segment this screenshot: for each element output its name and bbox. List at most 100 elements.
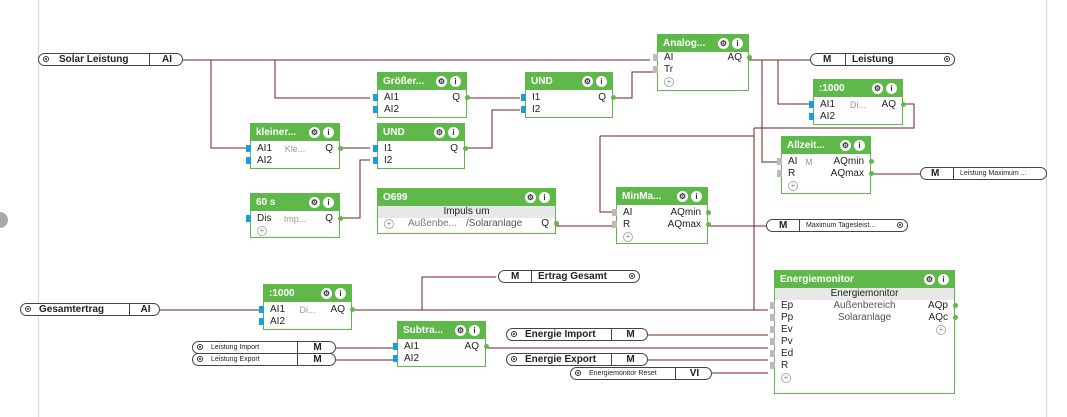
input-name: Leistung Import — [211, 344, 260, 351]
output-port-icon — [897, 222, 903, 228]
output-energie-import[interactable]: Energie Import M — [506, 328, 648, 341]
block-title: Subtra... — [403, 325, 444, 336]
wire-solar-groesser — [274, 60, 370, 99]
add-input-icon[interactable]: + — [623, 232, 633, 242]
output-port-icon — [511, 331, 517, 337]
gear-icon[interactable]: ⚙ — [455, 325, 466, 336]
add-input-icon[interactable]: + — [257, 226, 267, 236]
add-input-icon[interactable]: + — [384, 219, 394, 229]
add-input-icon[interactable]: + — [788, 181, 798, 191]
gear-icon[interactable]: ⚙ — [677, 191, 688, 202]
add-input-icon[interactable]: + — [781, 373, 791, 383]
wire-div2-ertrag — [421, 276, 496, 310]
output-name: Maximum Tagesleist... — [799, 220, 902, 231]
output-name: Leistung — [845, 54, 942, 65]
panel-collapse-handle[interactable] — [0, 212, 8, 228]
input-type: AI — [149, 54, 184, 65]
canvas-border-right — [1046, 0, 1047, 417]
gear-icon[interactable]: ⚙ — [924, 274, 935, 285]
gear-icon[interactable]: ⚙ — [582, 76, 593, 87]
output-type: M — [779, 220, 788, 231]
info-icon[interactable]: i — [854, 140, 865, 151]
output-ertrag-gesamt[interactable]: M Ertrag Gesamt — [498, 270, 640, 283]
add-input-icon[interactable]: + — [664, 77, 674, 87]
input-name: Gesamtertrag — [39, 304, 105, 315]
gear-icon[interactable]: ⚙ — [718, 38, 729, 49]
block-title: Analog... — [663, 38, 706, 49]
wire-analog-div1 — [777, 60, 809, 105]
block-title: :1000 — [819, 83, 845, 94]
output-type: M — [611, 354, 649, 365]
input-leistung-export[interactable]: Leistung Export M — [192, 353, 336, 366]
block-title: UND — [531, 76, 553, 87]
wire-loop-minmax — [599, 136, 615, 213]
block-title: Allzeit... — [787, 140, 825, 151]
info-icon[interactable]: i — [886, 83, 897, 94]
block-title: 60 s — [256, 197, 276, 208]
input-name: Leistung Export — [211, 356, 260, 363]
input-type: AI — [129, 304, 161, 315]
gear-icon[interactable]: ⚙ — [321, 288, 332, 299]
info-icon[interactable]: i — [596, 76, 607, 87]
wire-timer-und2 — [340, 159, 370, 219]
input-port-icon — [575, 370, 581, 376]
wire-und1-analog — [612, 71, 653, 99]
block-title: kleiner... — [256, 127, 297, 138]
info-icon[interactable]: i — [691, 191, 702, 202]
output-name: Energie Import — [525, 329, 596, 340]
info-icon[interactable]: i — [732, 38, 743, 49]
info-icon[interactable]: i — [450, 76, 461, 87]
output-energie-export[interactable]: Energie Export M — [506, 353, 648, 366]
block-title: UND — [383, 127, 405, 138]
block-o699[interactable]: O699⚙i Impuls um + Außenbe... /Solaranla… — [377, 188, 559, 234]
gear-icon[interactable]: ⚙ — [309, 197, 320, 208]
add-output-icon[interactable]: + — [936, 325, 946, 335]
output-type: M — [611, 329, 649, 340]
info-icon[interactable]: i — [938, 274, 949, 285]
block-title: Größer... — [383, 76, 425, 87]
gear-icon[interactable]: ⚙ — [436, 76, 447, 87]
gear-icon[interactable]: ⚙ — [309, 127, 320, 138]
input-gesamtertrag[interactable]: Gesamtertrag AI — [20, 303, 160, 316]
output-maximum-tagesleistung[interactable]: M Maximum Tagesleist... — [766, 219, 908, 232]
block-title: O699 — [383, 192, 408, 203]
gear-icon[interactable]: ⚙ — [840, 140, 851, 151]
input-port-icon — [43, 56, 49, 62]
gear-icon[interactable]: ⚙ — [434, 127, 445, 138]
input-name: Energiemonitor Reset — [589, 370, 657, 377]
gear-icon[interactable]: ⚙ — [872, 83, 883, 94]
input-solar-leistung[interactable]: Solar Leistung AI — [38, 53, 183, 66]
block-subtitle: Energiemonitor — [775, 288, 954, 300]
output-leistung-maximum[interactable]: M Leistung Maximum ... — [920, 167, 1047, 180]
output-type: M — [931, 168, 940, 179]
info-icon[interactable]: i — [323, 127, 334, 138]
output-port-icon — [511, 356, 517, 362]
wire-div1-loop — [754, 103, 915, 129]
info-icon[interactable]: i — [469, 325, 480, 336]
input-port-icon — [25, 306, 31, 312]
input-name: Solar Leistung — [59, 54, 129, 65]
input-port-icon — [197, 344, 203, 350]
input-energiemonitor-reset[interactable]: Energiemonitor Reset VI — [570, 367, 712, 380]
output-leistung[interactable]: M Leistung — [810, 53, 955, 66]
info-icon[interactable]: i — [539, 192, 550, 203]
input-type: M — [297, 342, 337, 353]
info-icon[interactable]: i — [448, 127, 459, 138]
gear-icon[interactable]: ⚙ — [525, 192, 536, 203]
info-icon[interactable]: i — [335, 288, 346, 299]
info-icon[interactable]: i — [323, 197, 334, 208]
block-subtitle: Impuls um — [378, 206, 555, 218]
